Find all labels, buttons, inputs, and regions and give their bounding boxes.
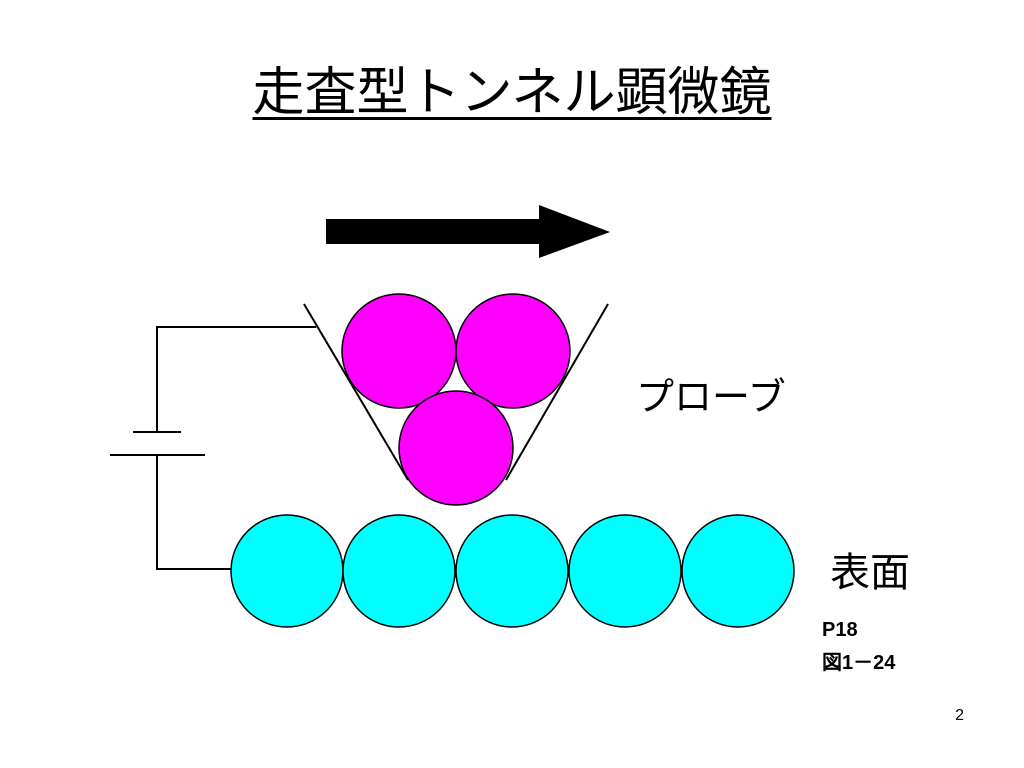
figure-number: 図1－24: [822, 652, 896, 674]
right-arrow-icon: [326, 205, 610, 258]
circuit-wire: [156, 326, 316, 570]
surface-atom: [455, 514, 569, 628]
surface-atom: [681, 514, 795, 628]
probe-atom: [341, 293, 457, 409]
surface-label: 表面: [830, 550, 910, 596]
probe-atom: [398, 390, 514, 506]
slide-title: 走査型トンネル顕微鏡: [0, 50, 1024, 125]
probe-label: プローブ: [636, 375, 786, 419]
figure-page-ref: P18: [822, 619, 858, 641]
battery-icon: [110, 431, 205, 456]
surface-atom: [568, 514, 682, 628]
surface-atom: [230, 514, 344, 628]
page-number: 2: [955, 707, 964, 724]
surface-atoms: [230, 514, 795, 628]
figure-reference: P18 図1－24: [822, 614, 895, 680]
slide-title-text: 走査型トンネル顕微鏡: [252, 63, 772, 123]
probe-tip-outline: [303, 303, 609, 481]
surface-atom: [342, 514, 456, 628]
probe-atoms: [341, 293, 571, 506]
probe-atom: [455, 293, 571, 409]
